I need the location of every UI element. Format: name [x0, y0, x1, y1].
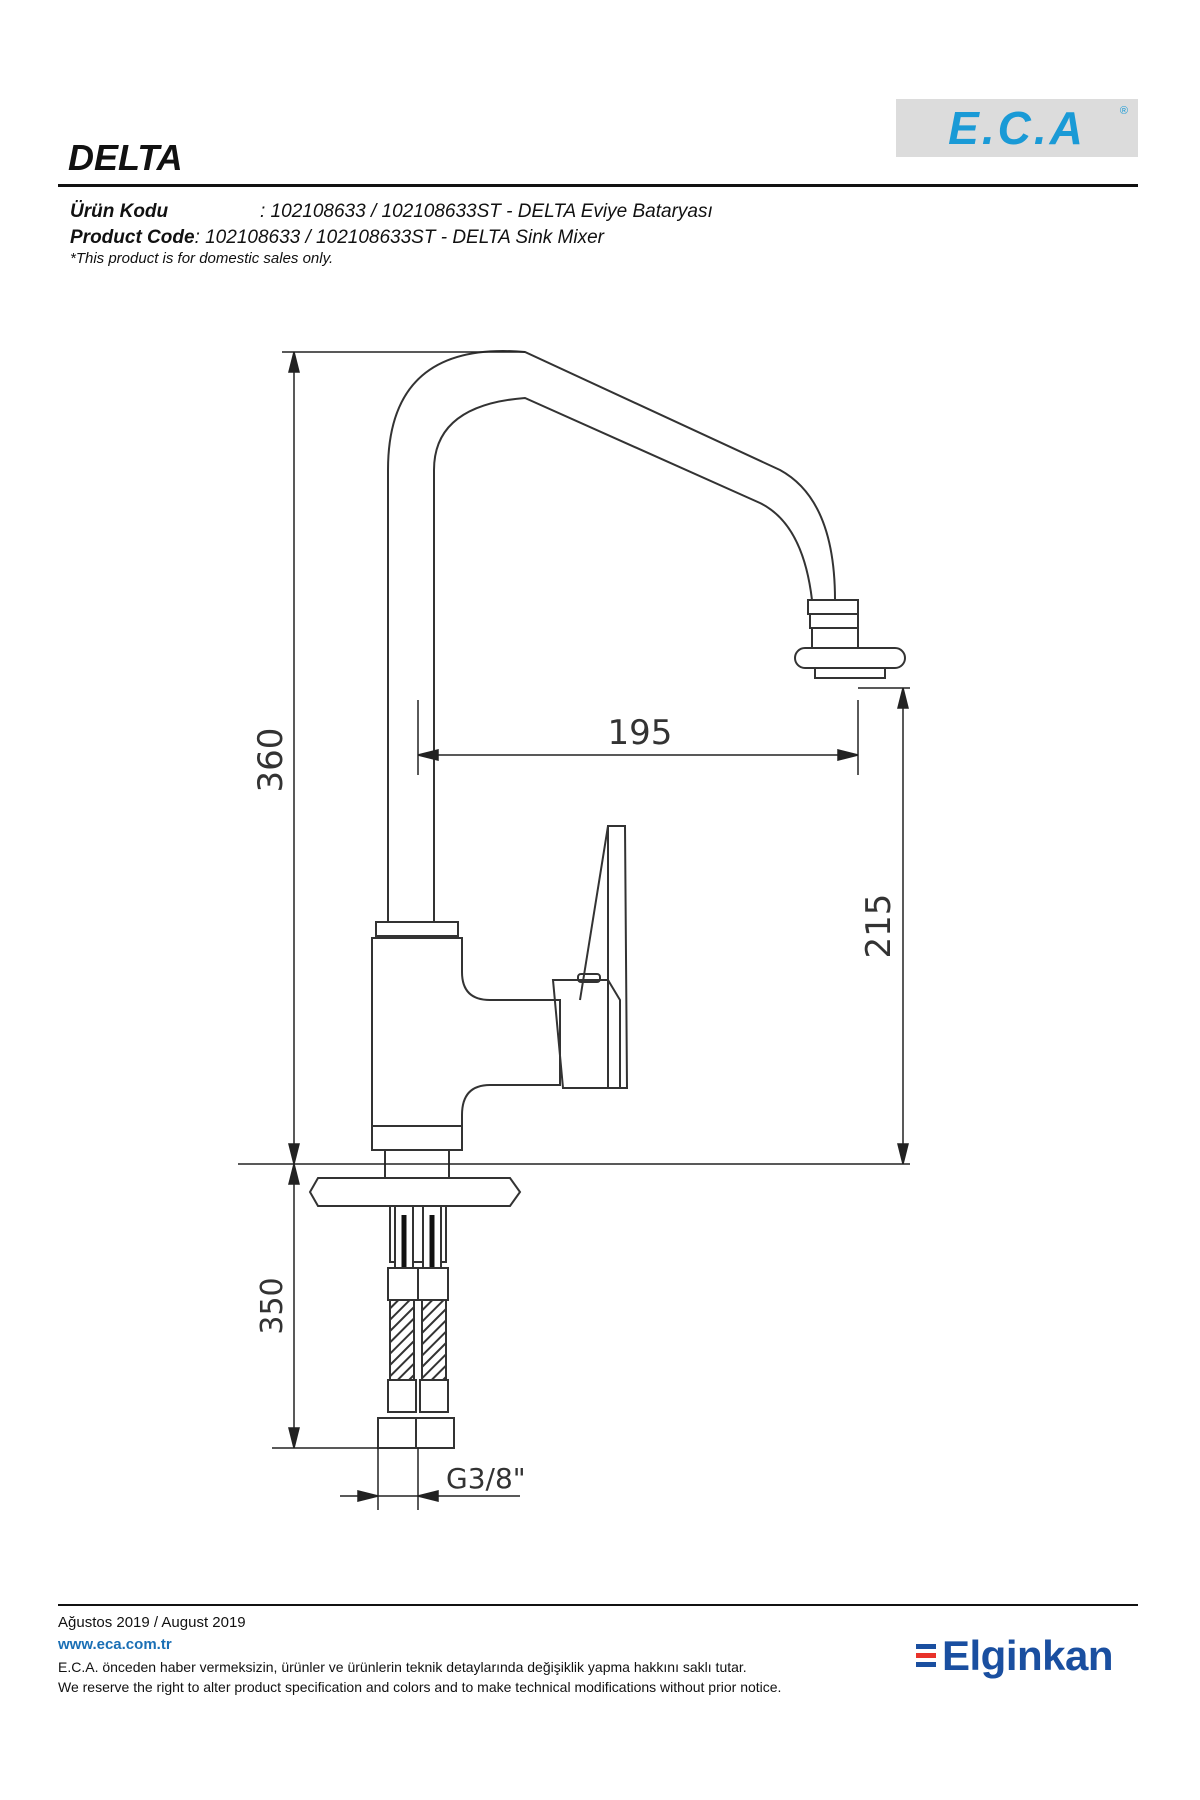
handle-pin [577, 973, 601, 983]
footer-disclaimer-tr: E.C.A. önceden haber vermeksizin, ürünle… [58, 1659, 747, 1675]
flex-hoses [377, 1205, 455, 1449]
dim-215-arrow-bottom [897, 1143, 909, 1165]
hose-left-ferrule [387, 1267, 419, 1301]
product-code-tr: Ürün Kodu : 102108633 / 102108633ST - DEL… [70, 200, 713, 224]
hose-right-nut [415, 1417, 455, 1449]
dim-350-arrow-top [288, 1163, 300, 1185]
handle-lever [607, 825, 629, 1089]
dim-195-arrow-left [417, 749, 439, 761]
product-code-label-en: Product Code [70, 227, 195, 248]
aerator-cap [794, 647, 906, 669]
aerator-outlet [814, 667, 886, 679]
dim-thread-label: G3/8" [446, 1462, 526, 1495]
footer-divider [58, 1604, 1138, 1606]
dim-thread-arrow-right [417, 1490, 439, 1502]
product-code-value-en: : 102108633 / 102108633ST - DELTA Sink M… [194, 227, 604, 248]
hose-right-braid [421, 1299, 447, 1381]
dim-360-label: 360 [251, 728, 291, 793]
dim-360-arrow-top [288, 351, 300, 373]
dim-350-label: 350 [255, 1277, 290, 1334]
elginkan-logo: Elginkan [916, 1632, 1142, 1680]
hose-left-braid [389, 1299, 415, 1381]
spout-inner [433, 396, 813, 922]
elginkan-mark-icon [916, 1644, 936, 1671]
aerator-ring-1 [807, 599, 859, 615]
dim-215-label: 215 [859, 894, 899, 959]
eca-logo-text: E.C.A [948, 102, 1086, 154]
handle-edge [579, 825, 609, 1001]
footer-disclaimer-en: We reserve the right to alter product sp… [58, 1679, 782, 1695]
faucet-outline [308, 350, 906, 1263]
dim-215-arrow-top [897, 687, 909, 709]
product-title: DELTA [68, 137, 183, 178]
footer-date: Ağustos 2019 / August 2019 [58, 1614, 246, 1631]
dim-350-arrow-bottom [288, 1427, 300, 1449]
dimension-labels: 360 195 215 350 G3/8" [251, 713, 899, 1495]
dim-360-arrow-bottom [288, 1143, 300, 1165]
registered-mark: ® [1119, 105, 1128, 117]
hose-left-crimp [387, 1379, 417, 1413]
product-code-en: Product Code: 102108633 / 102108633ST - … [70, 226, 604, 250]
mounting-plate [308, 1177, 522, 1207]
mixer-body [371, 937, 561, 1151]
domestic-note: *This product is for domestic sales only… [70, 250, 334, 267]
hose-right-crimp [419, 1379, 449, 1413]
dimension-lines [238, 351, 910, 1510]
spout-collar [375, 921, 459, 937]
dim-195-arrow-right [837, 749, 859, 761]
aerator-ring-3 [811, 627, 859, 649]
handle-base [551, 979, 621, 1089]
product-code-label-tr: Ürün Kodu [70, 201, 169, 222]
footer-website-link[interactable]: www.eca.com.tr [58, 1636, 172, 1653]
mounting-stud [389, 1205, 447, 1263]
dim-195-label: 195 [608, 713, 673, 753]
hose-left-nut [377, 1417, 417, 1449]
dim-thread-arrow-left [357, 1490, 379, 1502]
aerator-ring-2 [809, 613, 859, 629]
body-base-ring [371, 1125, 463, 1151]
header-divider [58, 184, 1138, 187]
eca-logo: E.C.A ® [896, 99, 1138, 157]
product-code-value-tr: : 102108633 / 102108633ST - DELTA Eviye … [260, 201, 713, 222]
elginkan-logo-text: Elginkan [942, 1632, 1114, 1679]
hose-right-ferrule [417, 1267, 449, 1301]
